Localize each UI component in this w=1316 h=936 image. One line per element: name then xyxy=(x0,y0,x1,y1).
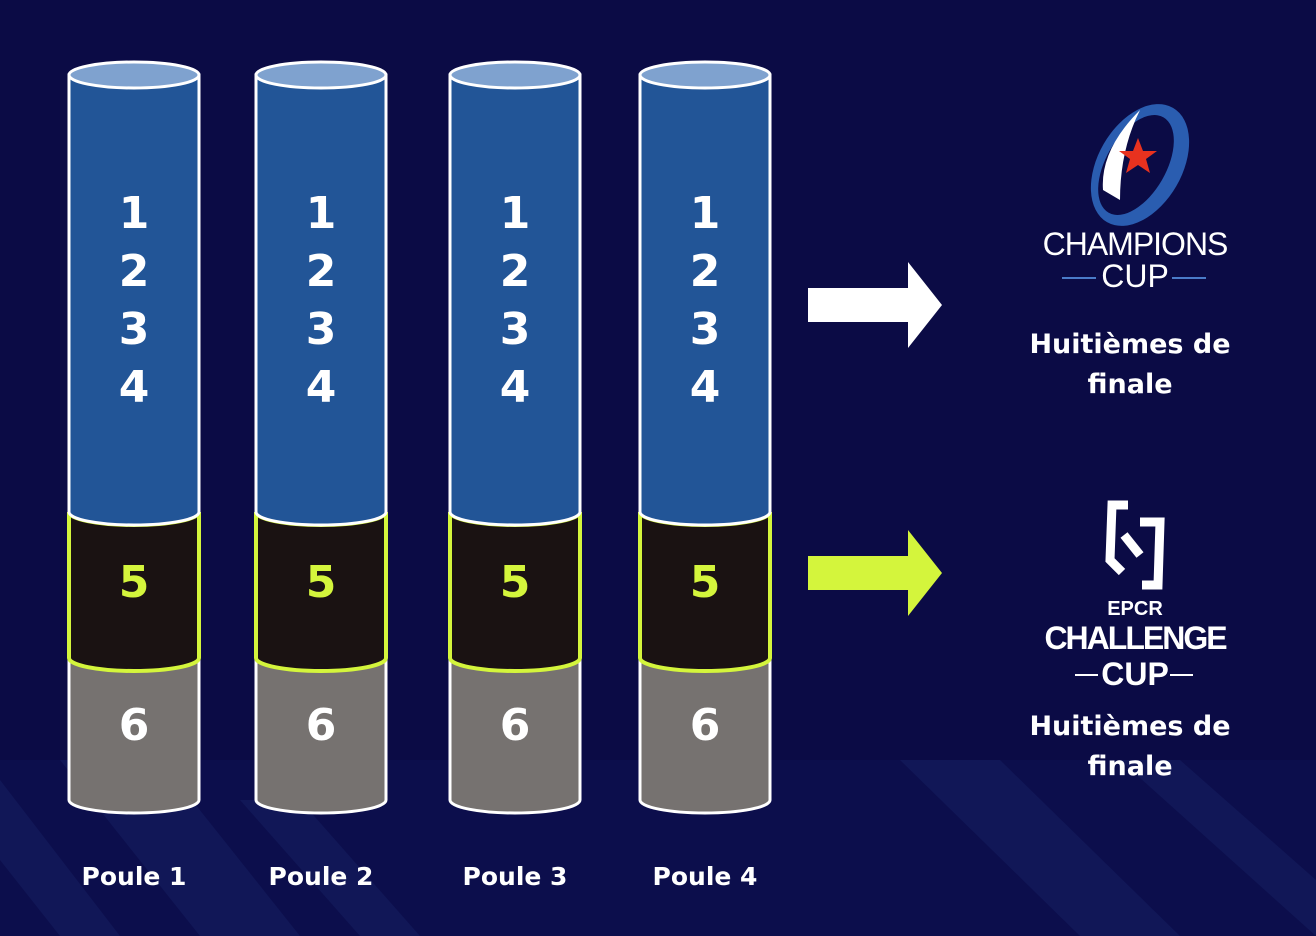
rank-label-6: 6 xyxy=(690,700,721,751)
rank-label: 4 xyxy=(500,362,531,413)
rank-label: 3 xyxy=(500,304,531,355)
pool-label-1: Poule 1 xyxy=(81,862,187,891)
star-icon xyxy=(1119,138,1157,173)
rank-label: 2 xyxy=(500,246,531,297)
rank-label: 4 xyxy=(690,362,721,413)
rank-label: 2 xyxy=(690,246,721,297)
rank-label: 1 xyxy=(690,188,721,239)
rank-label-5: 5 xyxy=(690,557,721,608)
arrow-to-challenge-cup xyxy=(808,530,942,616)
champions-segment xyxy=(638,73,772,527)
arrow-to-champions-cup xyxy=(808,262,942,348)
column-cap xyxy=(67,60,201,90)
rank-label-5: 5 xyxy=(306,557,337,608)
challenge-stage-text: Huitièmes de finale xyxy=(1029,711,1231,782)
pool-label-3: Poule 3 xyxy=(462,862,568,891)
challenge-logo-line3: CUP xyxy=(1101,656,1169,692)
column-cap xyxy=(448,60,582,90)
rank-label: 4 xyxy=(306,362,337,413)
champions-cup-logo xyxy=(1062,104,1206,279)
rank-label-6: 6 xyxy=(306,700,337,751)
champions-segment xyxy=(254,73,388,527)
rank-label-5: 5 xyxy=(500,557,531,608)
champions-logo-line1: CHAMPIONS xyxy=(1042,226,1229,262)
rank-label: 4 xyxy=(119,362,150,413)
champions-logo-line2: CUP xyxy=(1101,258,1169,294)
pool-column-1: 1 2 3 4 5 6 xyxy=(67,60,201,815)
column-cap xyxy=(638,60,772,90)
rank-label-6: 6 xyxy=(119,700,150,751)
challenge-logo-line2: CHALLENGE xyxy=(1044,620,1227,656)
challenge-logo-line1: EPCR xyxy=(1107,598,1163,620)
champions-segment xyxy=(448,73,582,527)
pool-label-2: Poule 2 xyxy=(268,862,374,891)
rank-label-5: 5 xyxy=(119,557,150,608)
rank-label: 1 xyxy=(500,188,531,239)
column-cap xyxy=(254,60,388,90)
challenge-cup-logo xyxy=(1075,500,1193,676)
rank-label: 3 xyxy=(690,304,721,355)
rank-label: 2 xyxy=(119,246,150,297)
champions-segment xyxy=(67,73,201,527)
rank-label: 3 xyxy=(306,304,337,355)
pool-column-2: 1 2 3 4 5 6 xyxy=(254,60,388,815)
pool-column-4: 1 2 3 4 5 6 xyxy=(638,60,772,815)
champions-stage-text: Huitièmes de finale xyxy=(1029,329,1231,400)
pool-label-4: Poule 4 xyxy=(652,862,758,891)
rank-label-6: 6 xyxy=(500,700,531,751)
rank-label: 2 xyxy=(306,246,337,297)
rank-label: 1 xyxy=(306,188,337,239)
pool-column-3: 1 2 3 4 5 6 xyxy=(448,60,582,815)
rank-label: 1 xyxy=(119,188,150,239)
rank-label: 3 xyxy=(119,304,150,355)
